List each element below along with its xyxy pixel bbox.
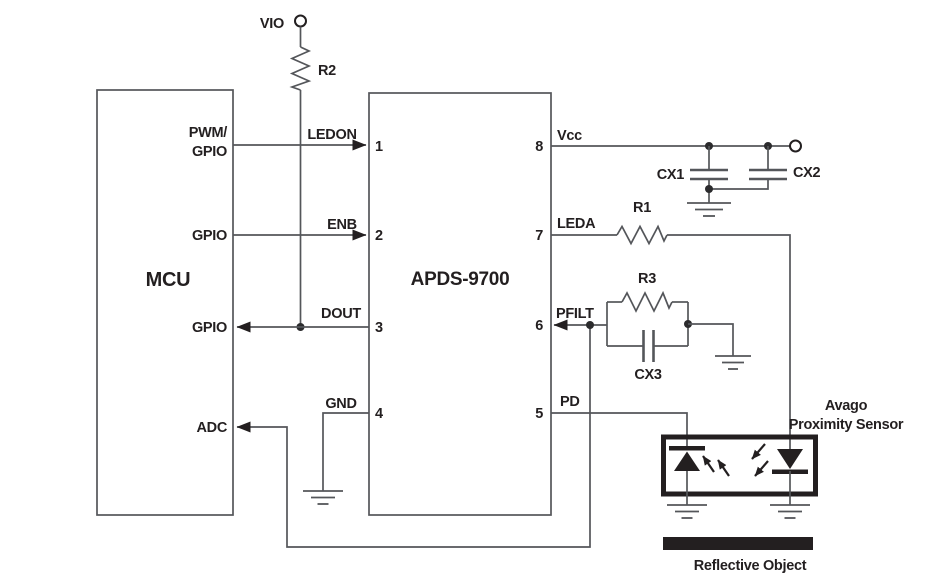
apds9700-box: [368, 92, 552, 516]
r1-label: R1: [633, 200, 651, 216]
cx2-label: CX2: [793, 165, 821, 181]
vio-label: VIO: [260, 16, 284, 32]
ground-symbol-pin4: [303, 490, 343, 505]
emitted-light-arrows: [751, 443, 769, 477]
pin-number-2: 2: [375, 228, 383, 244]
proximity-sensor-box: [661, 434, 818, 497]
junction-dot-pfilt: [586, 321, 594, 329]
received-light-arrows: [702, 455, 730, 477]
pin-number-1: 1: [375, 139, 383, 155]
cx1-label: CX1: [657, 167, 685, 183]
capacitor-cx2: [709, 146, 787, 190]
wire-pd: [551, 412, 688, 449]
ground-symbol-led: [770, 504, 810, 519]
signal-dout: DOUT: [321, 306, 361, 322]
wire-rc-to-gnd: [688, 323, 734, 356]
capacitor-cx1: [690, 146, 728, 203]
chip-title: APDS-9700: [411, 269, 510, 290]
ground-symbol-cx: [687, 202, 731, 217]
pin-number-3: 3: [375, 320, 383, 336]
signal-gnd: GND: [325, 396, 356, 412]
sensor-label-line2: Proximity Sensor: [789, 417, 904, 433]
mcu-pin-adc: ADC: [196, 420, 227, 436]
sensor-label-line1: Avago: [825, 398, 868, 414]
r3-label: R3: [638, 271, 656, 287]
signal-leda: LEDA: [557, 216, 596, 232]
ir-led-symbol: [772, 449, 808, 505]
photodiode-symbol: [669, 446, 705, 505]
mcu-pin-enb-gpio: GPIO: [192, 228, 227, 244]
wire-gnd-pin4: [322, 412, 369, 491]
resistor-r3: [621, 290, 673, 313]
ground-symbol-photodiode: [667, 504, 707, 519]
mcu-pin-pwm-line2: GPIO: [192, 144, 227, 160]
vcc-terminal: [789, 139, 802, 153]
signal-enb: ENB: [327, 217, 357, 233]
mcu-title: MCU: [146, 269, 191, 291]
pin-number-8: 8: [535, 139, 543, 155]
reflective-object-label: Reflective Object: [694, 558, 807, 574]
mcu-pin-dout-gpio: GPIO: [192, 320, 227, 336]
pin-number-6: 6: [535, 318, 543, 334]
vio-terminal: [294, 14, 307, 28]
reflective-object-bar: [663, 537, 813, 550]
pin-number-7: 7: [535, 228, 543, 244]
signal-ledon: LEDON: [307, 127, 356, 143]
signal-vcc: Vcc: [557, 128, 582, 144]
r2-label: R2: [318, 63, 336, 79]
signal-pd: PD: [560, 394, 580, 410]
ground-symbol-rc: [715, 355, 751, 370]
wire-r1-to-led: [667, 234, 791, 449]
resistor-r2: [289, 46, 312, 91]
wire-pfilt-to-adc: [236, 325, 591, 548]
capacitor-cx3: [607, 330, 688, 362]
junction-dot-cx-gnd: [705, 185, 713, 193]
pin-number-5: 5: [535, 406, 543, 422]
mcu-box: [96, 89, 234, 516]
cx3-label: CX3: [634, 367, 662, 383]
pin-number-4: 4: [375, 406, 383, 422]
resistor-r1: [616, 224, 668, 246]
mcu-pin-pwm-line1: PWM/: [189, 125, 228, 141]
signal-pfilt: PFILT: [556, 306, 594, 322]
